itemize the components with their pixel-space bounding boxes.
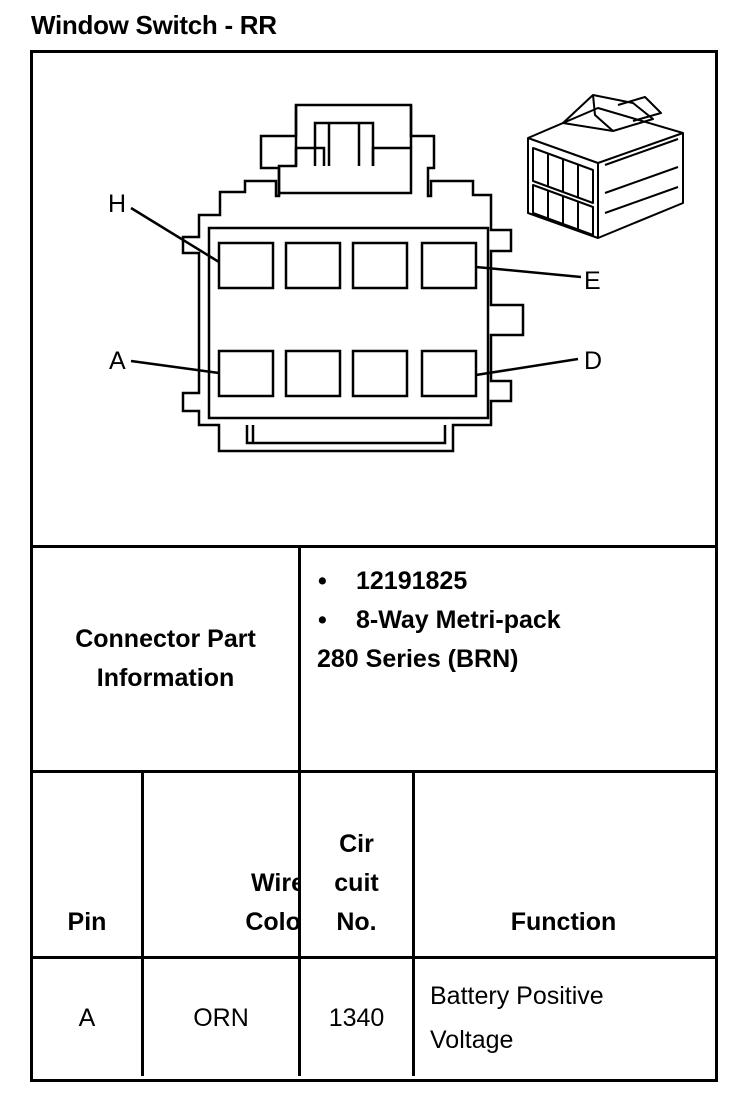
cell-function: Battery Positive Voltage	[430, 974, 710, 1062]
connector-isometric-icon	[527, 94, 684, 239]
part-info-label-line2: Information	[96, 664, 235, 692]
bullet: •	[318, 567, 327, 595]
list-item: • 8-Way Metri-pack	[318, 601, 561, 640]
cell-function-line2: Voltage	[430, 1026, 514, 1054]
header-circuit-line2: cuit	[334, 869, 379, 897]
header-wire-color: Wire Color	[144, 864, 412, 942]
cell-circuit: 1340	[328, 1004, 385, 1032]
divider	[30, 770, 718, 773]
bullet: •	[318, 606, 327, 634]
divider	[30, 545, 718, 548]
pin-label-e: E	[584, 267, 601, 295]
header-pin: Pin	[67, 908, 107, 936]
cell-wire-color: ORN	[193, 1004, 249, 1032]
cell-pin: A	[78, 1004, 96, 1032]
pin-label-h: H	[108, 190, 126, 218]
list-item: • 12191825	[318, 562, 561, 601]
connector-series: 280 Series (BRN)	[317, 645, 519, 673]
pin-label-a: A	[109, 347, 126, 375]
header-function: Function	[510, 908, 617, 936]
divider	[141, 770, 144, 1076]
part-info-label-line1: Connector Part	[75, 625, 256, 653]
page-title: Window Switch - RR	[31, 10, 277, 40]
divider	[298, 770, 301, 1076]
divider	[30, 956, 718, 959]
pin-label-d: D	[584, 347, 602, 375]
connector-type: 8-Way Metri-pack	[356, 606, 561, 634]
part-info-list: • 12191825 • 8-Way Metri-pack 280 Series (…	[317, 562, 561, 679]
connector-table-frame	[30, 50, 718, 1082]
part-info-label: Connector Part Information	[33, 620, 298, 698]
header-circuit-line1: Cir	[339, 830, 374, 858]
header-wire-color-line1: Wire	[251, 869, 305, 897]
header-circuit: Cir cuit No.	[301, 825, 412, 942]
connector-diagram: H A E D	[108, 94, 684, 453]
header-circuit-line3: No.	[336, 908, 377, 936]
cell-function-line1: Battery Positive	[430, 982, 604, 1010]
divider	[412, 770, 415, 1076]
part-number: 12191825	[356, 567, 468, 595]
